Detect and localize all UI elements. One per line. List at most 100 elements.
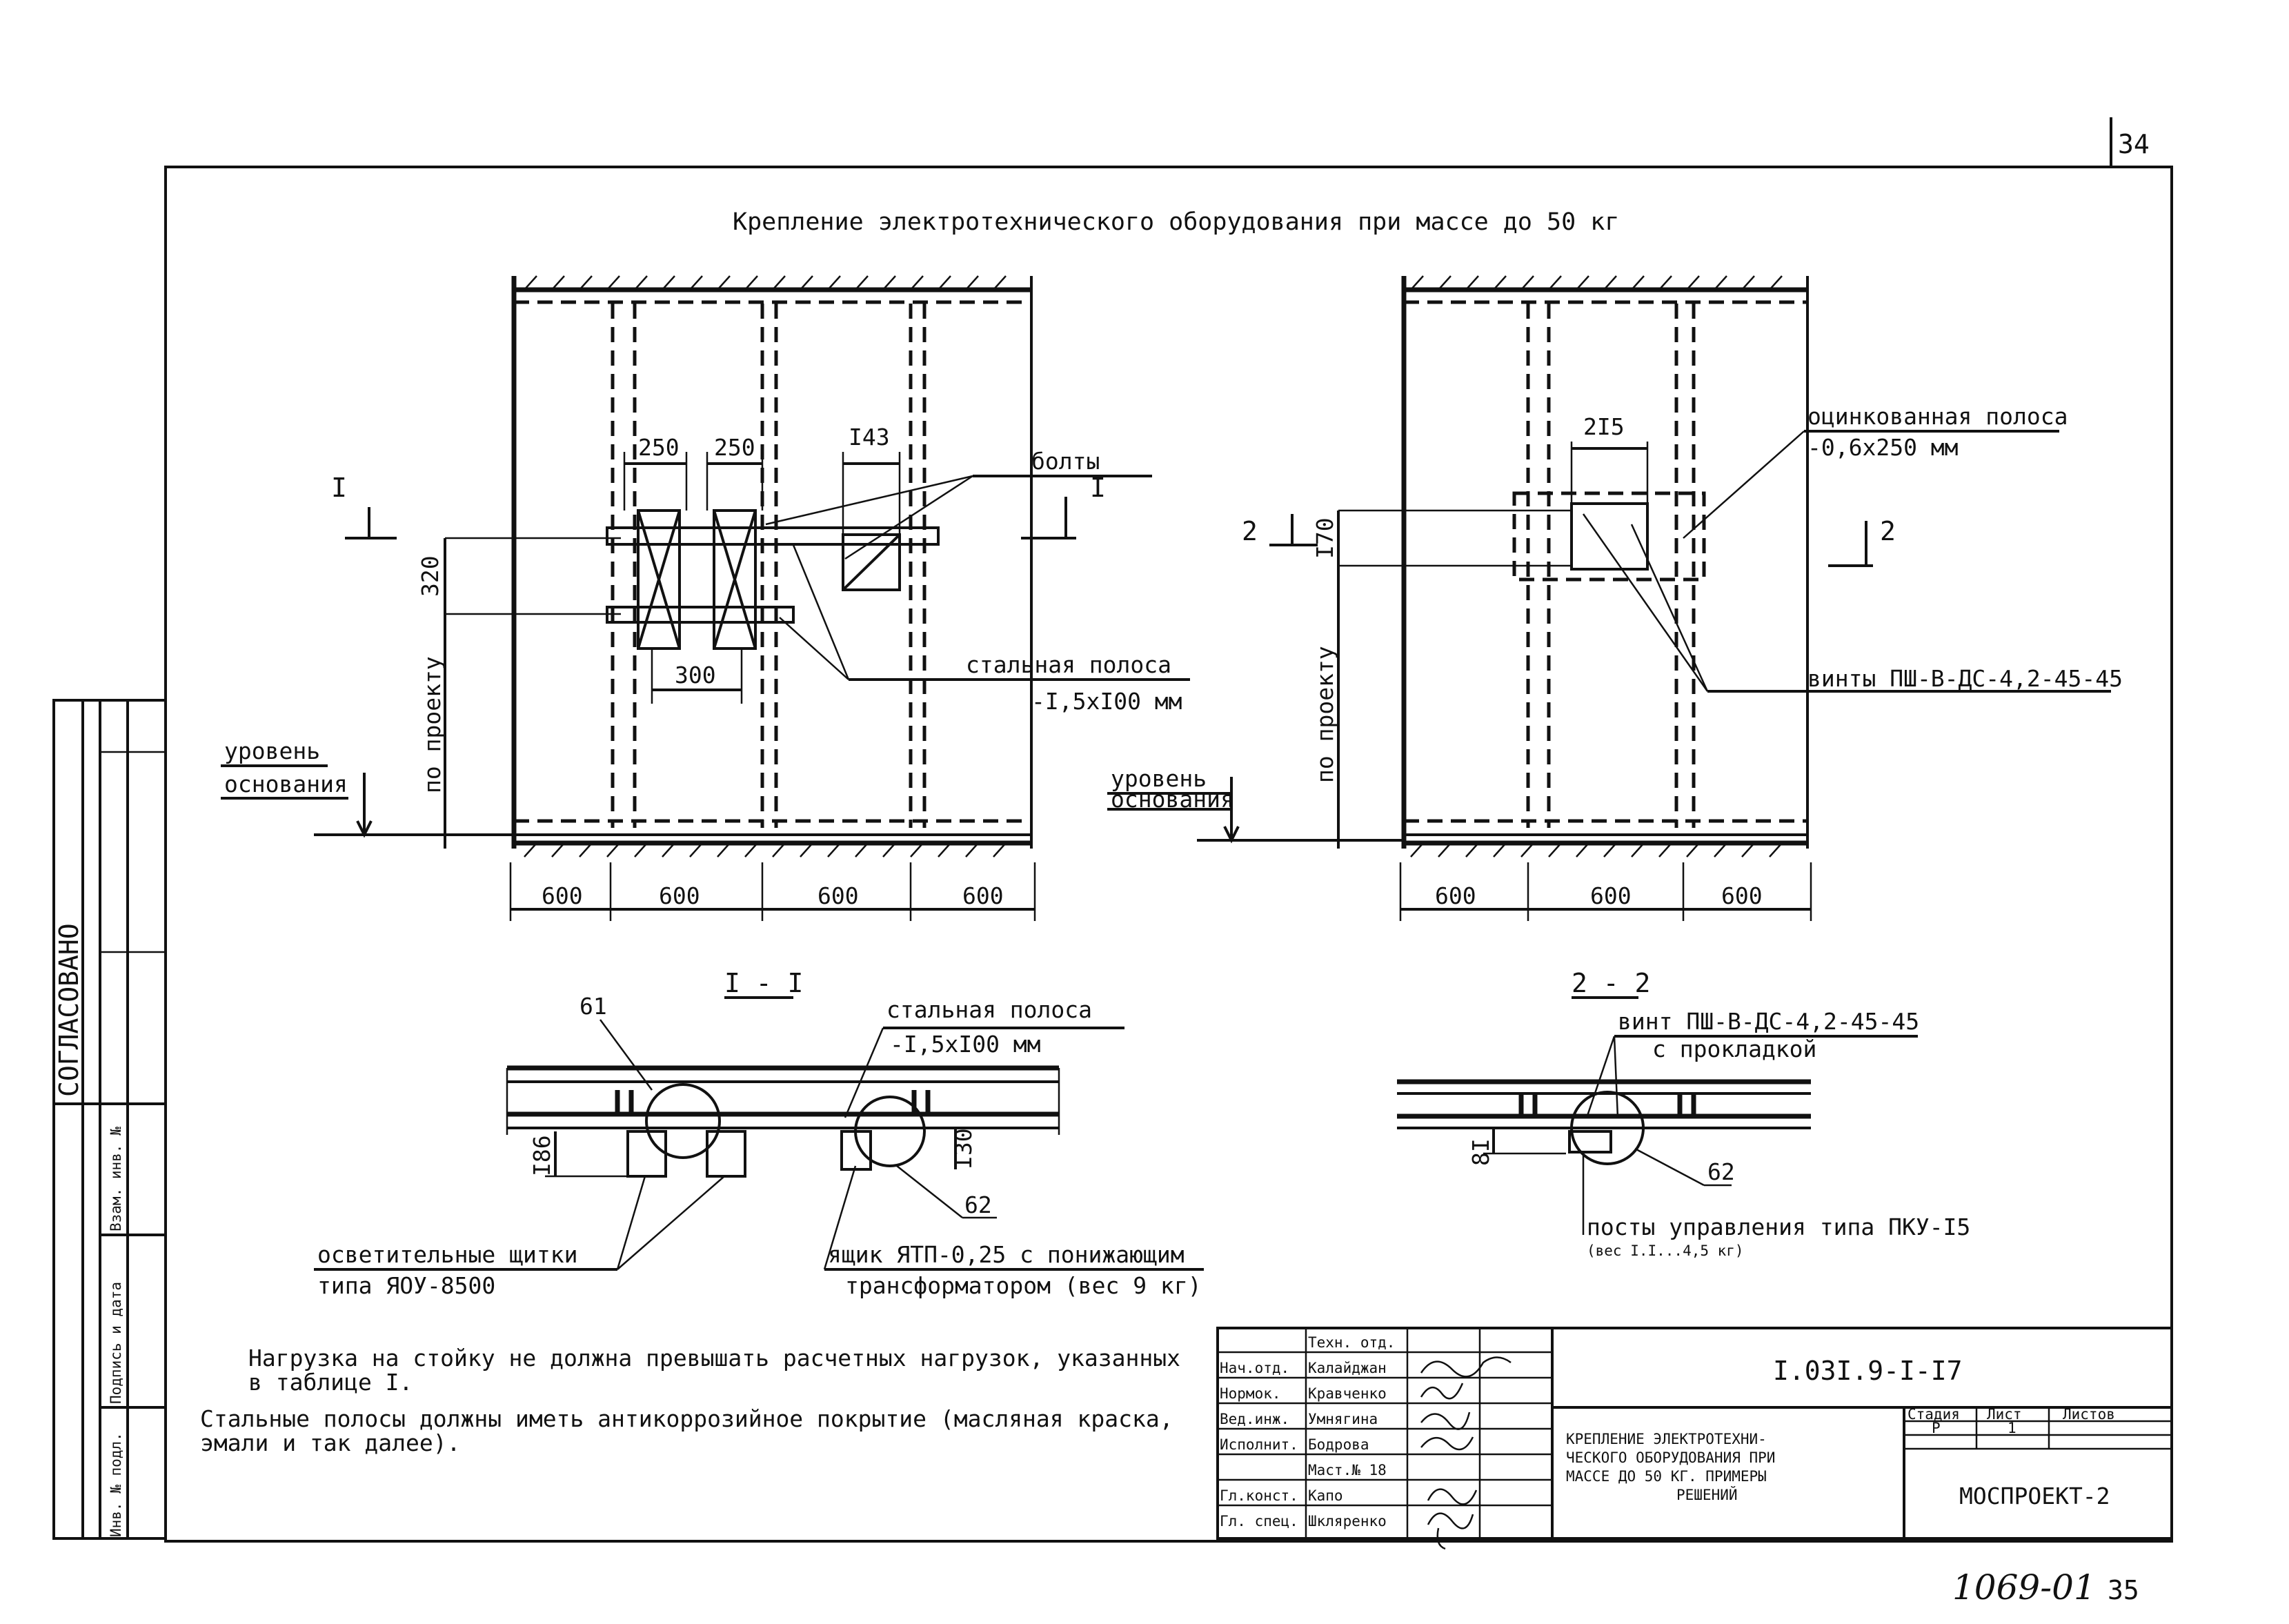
label-vint-1: винт ПШ-В-ДС-4,2-45-45 xyxy=(1618,1008,1919,1035)
role-tehn: Техн. отд. xyxy=(1308,1334,1395,1351)
dim-600-3: 600 xyxy=(818,882,859,909)
section-mark-2-left: 2 xyxy=(1242,516,1258,546)
name-3: Умнягина xyxy=(1308,1411,1378,1427)
lighting-panel xyxy=(637,509,681,650)
dim-186: I86 xyxy=(528,1135,555,1176)
title-block: Техн. отд. Нач.отд. Нормок. Вед.инж. Исп… xyxy=(1216,1327,2173,1550)
label-ocink-2: -0,6x250 мм xyxy=(1807,434,1959,461)
right-top-hatching xyxy=(1410,275,1783,290)
dim-250-b: 250 xyxy=(714,434,755,461)
note-line-3: Стальные полосы должны иметь антикоррози… xyxy=(200,1405,1173,1432)
desc-4: РЕШЕНИЙ xyxy=(1676,1486,1738,1503)
post-section xyxy=(1568,1130,1612,1153)
label-posty-1: посты управления типа ПКУ-I5 xyxy=(1587,1214,1970,1240)
bottom-page-number: 35 xyxy=(2108,1575,2139,1605)
po-proektu-left: по проекту xyxy=(419,656,446,793)
label-bolty: болты xyxy=(1031,448,1100,475)
dim-600-r1: 600 xyxy=(1435,882,1476,909)
dim-300: 300 xyxy=(675,662,716,689)
doc-code: I.03I.9-I-I7 xyxy=(1773,1356,1963,1386)
section-mark-left: I xyxy=(331,473,347,503)
level-label-1-right: уровень xyxy=(1111,765,1207,792)
role-glspec: Гл. спец. xyxy=(1220,1513,1298,1529)
lighting-panel xyxy=(713,509,757,650)
notes: Нагрузка на стойку не должна превышать р… xyxy=(200,1345,1180,1456)
stamp-col-inv: Инв. № подл. xyxy=(108,1432,124,1537)
name-6: Капо xyxy=(1308,1487,1343,1504)
panel-section xyxy=(626,1130,667,1178)
stamp-col-podpis: Подпись и дата xyxy=(108,1282,124,1404)
main-title: Крепление электротехнического оборудован… xyxy=(733,208,1619,236)
label-polosa-s1-1: стальная полоса xyxy=(886,996,1092,1023)
name-7: Шкляренко xyxy=(1308,1513,1387,1529)
section-mark-2-right: 2 xyxy=(1880,516,1896,546)
right-wall-view: 2I5 I70 по проекту 2 2 уровень основания… xyxy=(1107,275,2123,921)
label-stadia: Стадия xyxy=(1908,1406,1960,1423)
num-62-left: 62 xyxy=(964,1191,992,1218)
left-floor-hatching xyxy=(524,842,1007,858)
level-label-2-right: основания xyxy=(1111,786,1234,813)
name-1: Калайджан xyxy=(1308,1360,1387,1376)
po-proektu-right: по проекту xyxy=(1311,646,1338,783)
label-listov: Листов xyxy=(2063,1406,2115,1423)
name-4: Бодрова xyxy=(1308,1436,1369,1453)
section-i-i: I - I 61 62 I86 I30 стальная полоса -I,5… xyxy=(314,968,1204,1299)
role-normok: Нормок. xyxy=(1220,1385,1281,1402)
label-vinty: винты ПШ-В-ДС-4,2-45-45 xyxy=(1807,665,2123,692)
page-number: 34 xyxy=(2118,129,2150,159)
note-line-4: эмали и так далее). xyxy=(200,1429,461,1456)
num-61: 61 xyxy=(579,993,607,1020)
name-2: Кравченко xyxy=(1308,1385,1387,1402)
label-polosa-left-2: -I,5xI00 мм xyxy=(1031,688,1182,715)
left-top-hatching xyxy=(524,275,1007,290)
label-schitki-2: типа ЯОУ-8500 xyxy=(317,1272,495,1299)
dim-600-1: 600 xyxy=(542,882,583,909)
role-ved: Вед.инж. xyxy=(1220,1411,1289,1427)
label-ocink-1: оцинкованная полоса xyxy=(1807,403,2068,430)
section-i-title: I - I xyxy=(724,968,803,998)
desc-3: МАССЕ ДО 50 КГ. ПРИМЕРЫ xyxy=(1566,1468,1767,1485)
detail-circle-62-s2 xyxy=(1570,1091,1645,1165)
list-value: 1 xyxy=(2008,1420,2016,1436)
dim-81: 8I xyxy=(1467,1138,1494,1166)
role-master: Маст.№ 18 xyxy=(1308,1462,1387,1478)
detail-circle-61 xyxy=(645,1083,721,1159)
role-glkonst: Гл.конст. xyxy=(1220,1487,1298,1504)
stamp-col-vzam: Взам. инв. № xyxy=(108,1127,124,1231)
org-name: МОСПРОЕКТ-2 xyxy=(1959,1483,2110,1509)
note-line-2: в таблице I. xyxy=(248,1369,413,1396)
dim-130: I30 xyxy=(950,1128,977,1169)
desc-1: КРЕПЛЕНИЕ ЭЛЕКТРОТЕХНИ- xyxy=(1566,1431,1767,1447)
dim-250-a: 250 xyxy=(638,434,680,461)
label-vint-2: с прокладкой xyxy=(1652,1036,1816,1062)
handwritten-number: 1069-01 xyxy=(1952,1567,2096,1607)
dim-600-r3: 600 xyxy=(1721,882,1763,909)
label-yaschik-1: ящик ЯТП-0,25 с понижающим xyxy=(828,1241,1185,1268)
dim-170: I70 xyxy=(1311,517,1338,559)
num-62-right: 62 xyxy=(1707,1158,1735,1185)
control-post-box xyxy=(1570,502,1649,571)
label-posty-2: (вес I.I...4,5 кг) xyxy=(1587,1242,1744,1259)
dim-600-r2: 600 xyxy=(1590,882,1632,909)
transformer-box xyxy=(842,533,901,591)
dim-600-4: 600 xyxy=(962,882,1004,909)
note-line-1: Нагрузка на стойку не должна превышать р… xyxy=(248,1345,1180,1372)
label-list: Лист xyxy=(1987,1406,2022,1423)
label-polosa-left-1: стальная полоса xyxy=(966,651,1171,678)
detail-circle-62 xyxy=(854,1096,926,1167)
section-mark-right-i: I xyxy=(1090,473,1106,503)
desc-2: ЧЕСКОГО ОБОРУДОВАНИЯ ПРИ xyxy=(1566,1449,1775,1466)
left-wall-view: 250 250 I43 300 320 по проекту уровень о… xyxy=(221,275,1190,921)
level-label-1-left: уровень xyxy=(224,737,320,764)
dim-320: 320 xyxy=(417,555,444,597)
label-yaschik-2: трансформатором (вес 9 кг) xyxy=(845,1272,1202,1299)
role-ispoln: Исполнит. xyxy=(1220,1436,1298,1453)
signatures xyxy=(1420,1356,1512,1550)
level-label-2-left: основания xyxy=(224,771,348,798)
right-floor-hatching xyxy=(1410,842,1783,858)
label-schitki-1: осветительные щитки xyxy=(317,1241,578,1268)
section-2-2: 2 - 2 62 8I винт ПШ-В-ДС-4,2-45-45 с про… xyxy=(1397,968,1970,1259)
dim-600-2: 600 xyxy=(659,882,700,909)
section-2-title: 2 - 2 xyxy=(1572,968,1650,998)
stamp-agreed: СОГЛАСОВАНО xyxy=(54,923,84,1097)
